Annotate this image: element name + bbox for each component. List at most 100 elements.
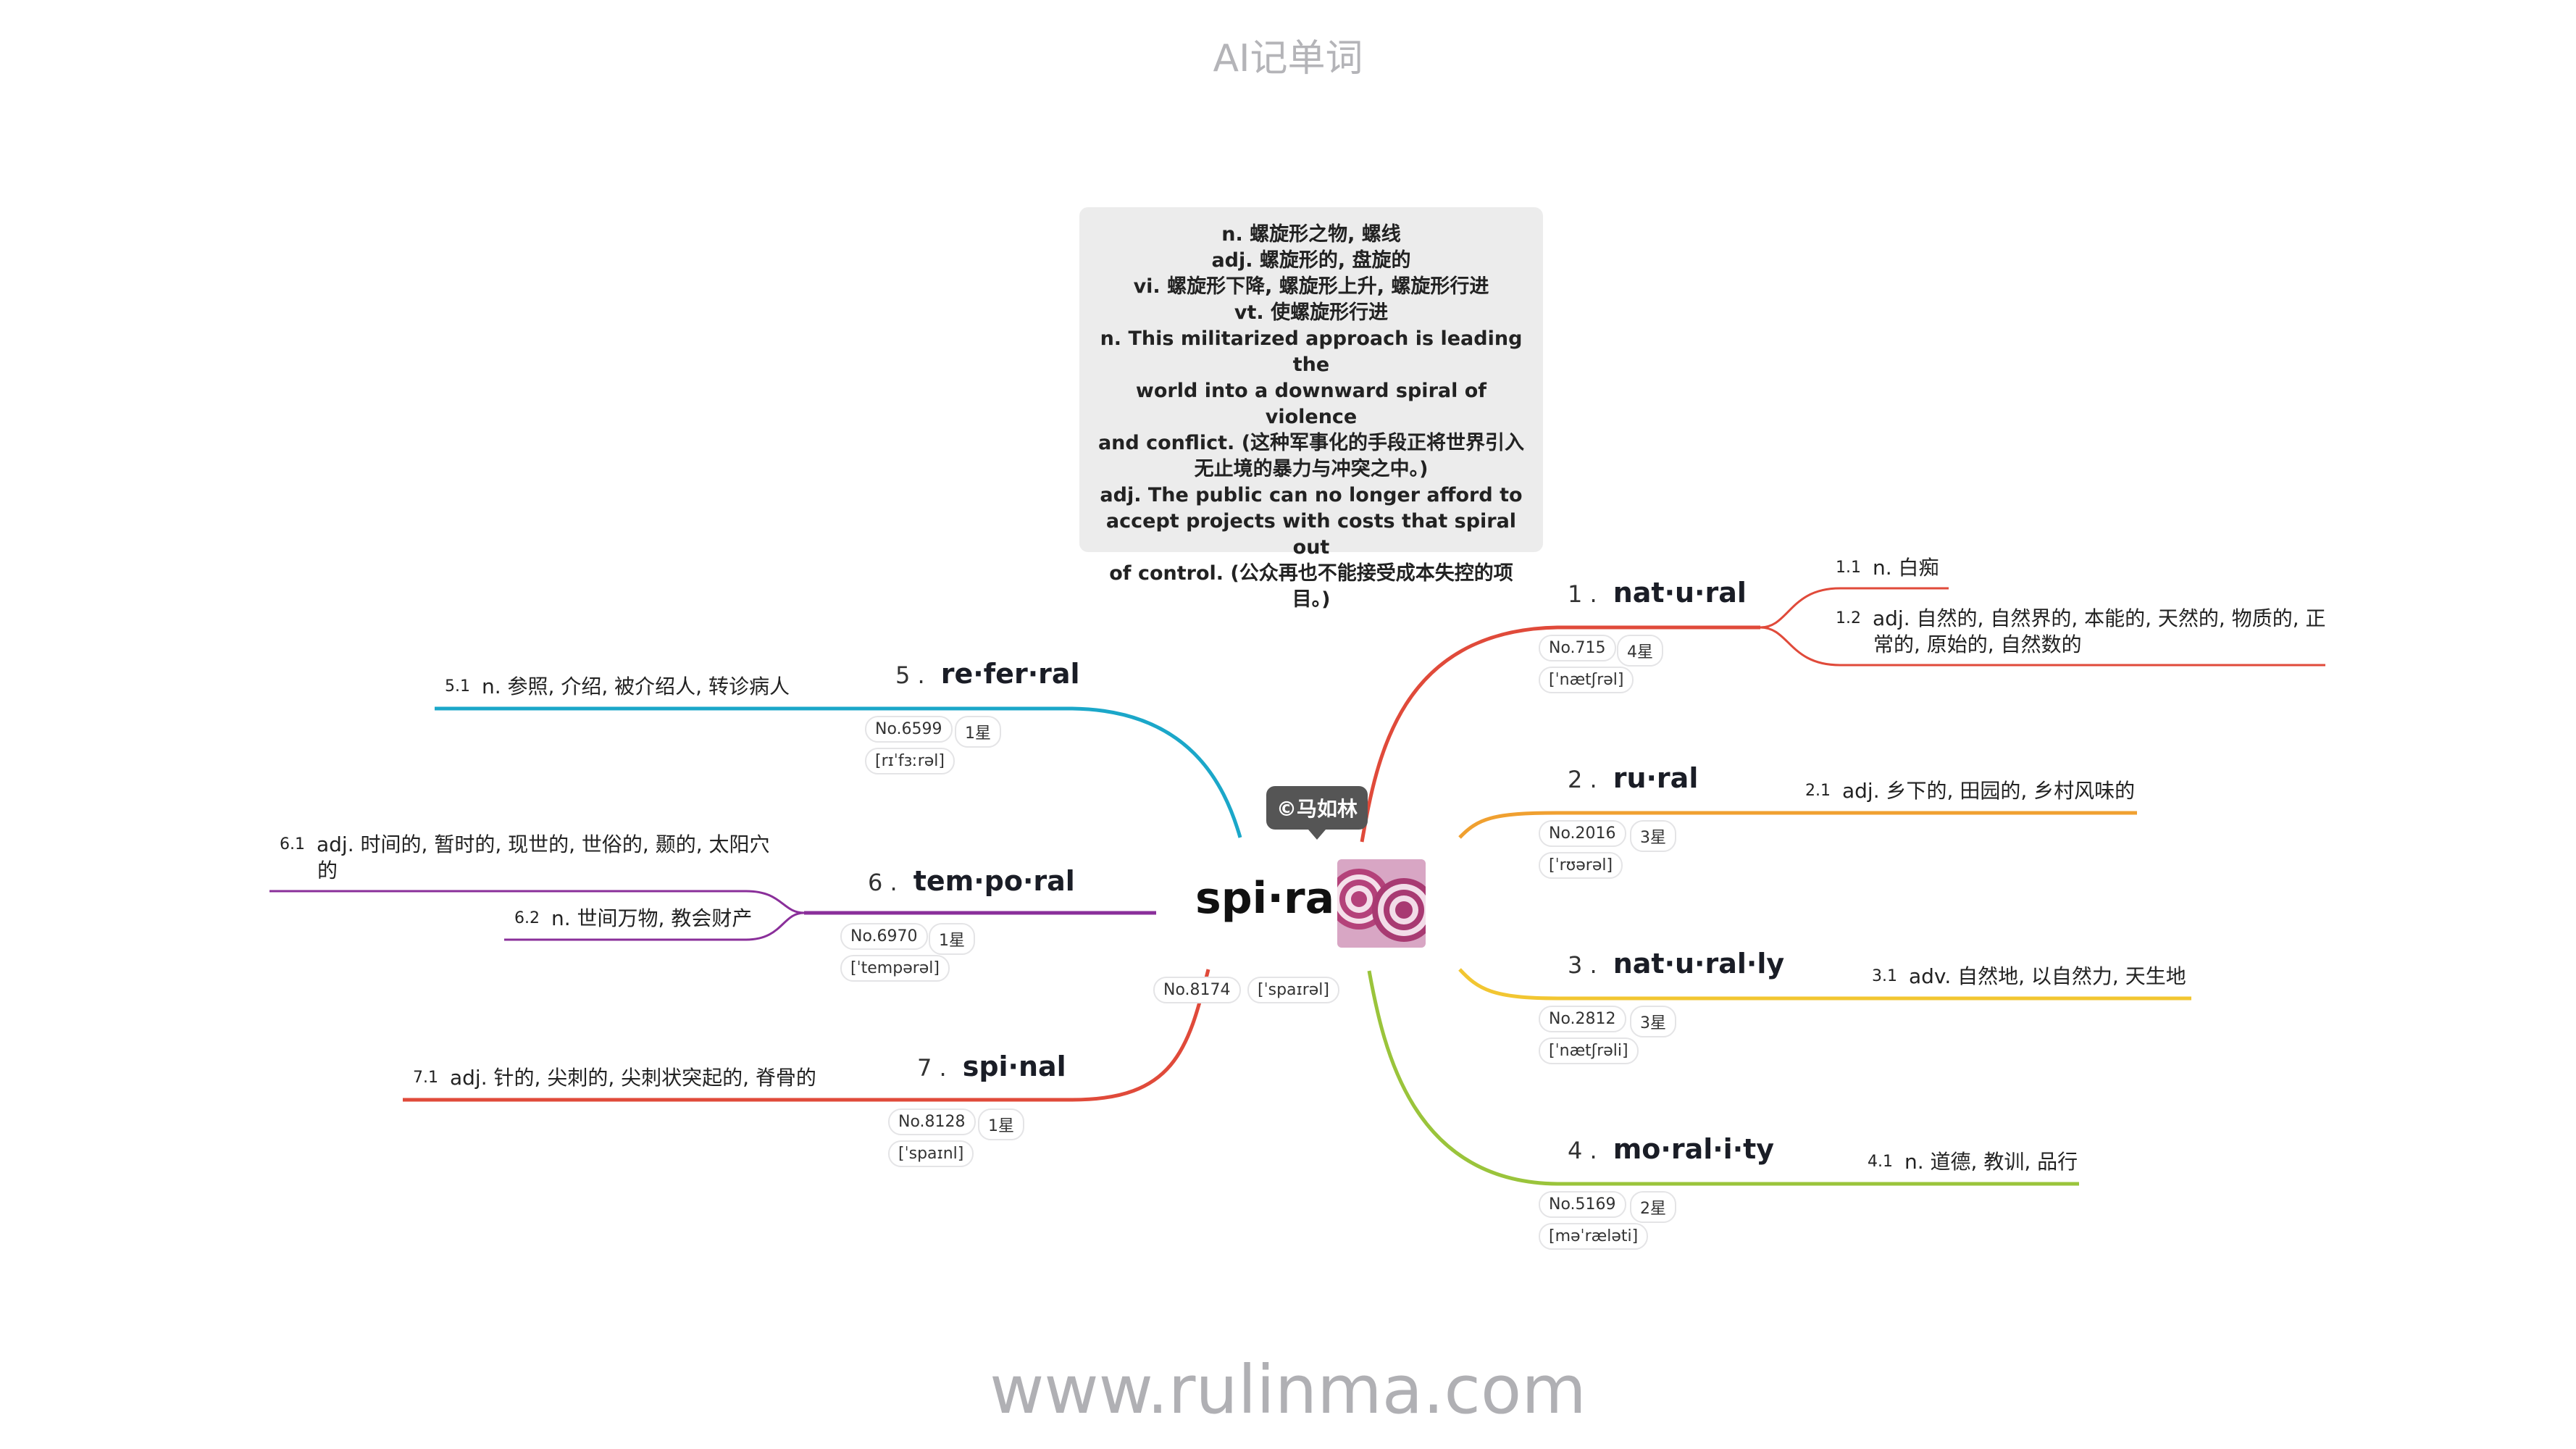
branch-6-phonetic: [ˈtempərəl] [840, 955, 950, 982]
branch-number: 4 . [1568, 1137, 1597, 1164]
branch-7-stars: 1星 [978, 1108, 1024, 1140]
branch-number: 1 . [1568, 580, 1597, 608]
branch-5-stars: 1星 [955, 716, 1001, 748]
link-b2 [1458, 811, 2137, 839]
meaning-6-2: 6.2 n. 世间万物, 教会财产 [514, 906, 752, 932]
sense-text: adj. 乡下的, 田园的, 乡村风味的 [1842, 779, 2136, 803]
onion-icon [1337, 859, 1426, 948]
definition-line: adj. 螺旋形的, 盘旋的 [1211, 249, 1411, 272]
meaning-6-1-cont: 的 [317, 859, 338, 882]
branch-2-phonetic: [ˈrʊərəl] [1539, 852, 1623, 879]
branch-7-number: No.8128 [888, 1108, 976, 1135]
sense-text: n. 白痴 [1873, 556, 1939, 580]
definition-line: of control. (公众再也不能接受成本失控的项 [1109, 562, 1513, 585]
branch-6-number: No.6970 [840, 923, 928, 950]
definition-line: accept projects with costs that spiral o… [1105, 510, 1517, 559]
definition-line: n. This militarized approach is leading … [1100, 327, 1523, 376]
meaning-6-1: 6.1 adj. 时间的, 暂时的, 现世的, 世俗的, 颞的, 太阳穴 [280, 832, 770, 858]
sense-text: adv. 自然地, 以自然力, 天生地 [1909, 964, 2186, 988]
meaning-1-2-cont: 常的, 原始的, 自然数的 [1873, 632, 2082, 656]
meaning-7-1: 7.1 adj. 针的, 尖刺的, 尖刺状突起的, 脊骨的 [413, 1065, 816, 1091]
sense-number: 1.2 [1836, 609, 1861, 627]
sense-number: 2.1 [1805, 782, 1831, 800]
center-number: No.8174 [1153, 977, 1241, 1003]
link-b6-m1 [269, 890, 805, 914]
sense-number: 1.1 [1836, 559, 1861, 577]
sense-number: 5.1 [445, 677, 470, 696]
branch-4-number: No.5169 [1539, 1191, 1626, 1218]
author-tag: ©马如林 [1266, 786, 1368, 840]
branch-number: 3 . [1568, 951, 1597, 979]
branch-2-stars: 3星 [1630, 820, 1676, 852]
link-b4 [1367, 970, 2079, 1186]
branch-4-stars: 2星 [1630, 1191, 1676, 1223]
branch-1-phonetic: [ˈnætʃrəl] [1539, 667, 1634, 693]
link-b3 [1458, 968, 2191, 1001]
link-b5 [435, 706, 1242, 838]
definition-line: and conflict. (这种军事化的手段正将世界引入 [1097, 432, 1525, 454]
sense-number: 6.2 [514, 909, 540, 927]
branch-4-phonetic: [məˈræləti] [1539, 1223, 1649, 1250]
sense-number: 7.1 [413, 1069, 438, 1087]
sense-text: adj. 自然的, 自然界的, 本能的, 天然的, 物质的, 正 [1873, 606, 2326, 630]
meaning-4-1: 4.1 n. 道德, 教训, 品行 [1868, 1149, 2078, 1175]
sense-number: 4.1 [1868, 1153, 1893, 1171]
branch-6-title[interactable]: 6 . tem·po·ral [868, 865, 1075, 897]
branch-7-phonetic: [ˈspaɪnl] [888, 1140, 974, 1167]
branch-1-number: No.715 [1539, 635, 1616, 661]
branch-5-title[interactable]: 5 . re·fer·ral [895, 658, 1080, 690]
definition-line: world into a downward spiral of violence [1135, 380, 1487, 428]
branch-1-stars: 4星 [1617, 635, 1663, 667]
branch-7-title[interactable]: 7 . spi·nal [917, 1051, 1066, 1082]
definition-box: n. 螺旋形之物, 螺线 adj. 螺旋形的, 盘旋的 vi. 螺旋形下降, 螺… [1079, 207, 1543, 611]
sense-text: adj. 时间的, 暂时的, 现世的, 世俗的, 颞的, 太阳穴 [317, 832, 770, 856]
definition-line: vt. 使螺旋形行进 [1234, 301, 1389, 324]
branch-number: 6 . [868, 869, 898, 896]
sense-number: 6.1 [280, 835, 305, 853]
branch-number: 2 . [1568, 766, 1597, 793]
center-word[interactable]: spi·ral [1195, 873, 1350, 924]
sense-text: n. 道德, 教训, 品行 [1904, 1150, 2078, 1174]
link-b1 [1360, 625, 1760, 843]
branch-word: tem·po·ral [913, 865, 1075, 897]
sense-text: adj. 针的, 尖刺的, 尖刺状突起的, 脊骨的 [450, 1066, 816, 1090]
meaning-2-1: 2.1 adj. 乡下的, 田园的, 乡村风味的 [1805, 778, 2135, 804]
branch-1-title[interactable]: 1 . nat·u·ral [1568, 577, 1747, 609]
meaning-3-1: 3.1 adv. 自然地, 以自然力, 天生地 [1872, 964, 2186, 990]
branch-6-stars: 1星 [929, 923, 975, 955]
branch-3-title[interactable]: 3 . nat·u·ral·ly [1568, 948, 1784, 980]
link-b1-m2 [1760, 626, 2325, 667]
branch-3-stars: 3星 [1630, 1006, 1676, 1037]
definition-line: 无止境的暴力与冲突之中。) [1194, 458, 1429, 480]
branch-5-phonetic: [rɪˈfɜːrəl] [865, 748, 955, 774]
branch-3-phonetic: [ˈnætʃrəli] [1539, 1037, 1639, 1064]
branch-2-title[interactable]: 2 . ru·ral [1568, 762, 1698, 794]
branch-2-number: No.2016 [1539, 820, 1626, 847]
branch-word: mo·ral·i·ty [1613, 1133, 1775, 1165]
definition-line: vi. 螺旋形下降, 螺旋形上升, 螺旋形行进 [1133, 275, 1489, 298]
sense-text: n. 参照, 介绍, 被介绍人, 转诊病人 [482, 675, 790, 698]
branch-word: ru·ral [1613, 762, 1699, 794]
sense-number: 3.1 [1872, 967, 1897, 985]
branch-4-title[interactable]: 4 . mo·ral·i·ty [1568, 1133, 1774, 1165]
link-b6-m2 [504, 911, 805, 941]
branch-word: spi·nal [962, 1051, 1066, 1082]
meaning-1-2: 1.2 adj. 自然的, 自然界的, 本能的, 天然的, 物质的, 正 [1836, 606, 2326, 632]
branch-word: nat·u·ral [1613, 577, 1747, 609]
branch-number: 5 . [895, 661, 925, 689]
branch-5-number: No.6599 [865, 716, 953, 743]
branch-3-number: No.2812 [1539, 1006, 1626, 1032]
meaning-5-1: 5.1 n. 参照, 介绍, 被介绍人, 转诊病人 [445, 674, 790, 700]
center-phonetic: [ˈspaɪrəl] [1247, 977, 1339, 1003]
meaning-1-1: 1.1 n. 白痴 [1836, 555, 1939, 581]
link-b1-m1 [1760, 587, 1949, 629]
branch-word: nat·u·ral·ly [1613, 948, 1785, 980]
website-watermark: www.rulinma.com [990, 1351, 1586, 1429]
definition-line: adj. The public can no longer afford to [1100, 484, 1523, 506]
definition-line: n. 螺旋形之物, 螺线 [1221, 223, 1401, 246]
onion-image [1337, 859, 1426, 948]
sense-text: n. 世间万物, 教会财产 [551, 906, 753, 930]
branch-word: re·fer·ral [940, 658, 1080, 690]
definition-line: 目。) [1292, 588, 1331, 611]
branch-number: 7 . [917, 1054, 947, 1082]
